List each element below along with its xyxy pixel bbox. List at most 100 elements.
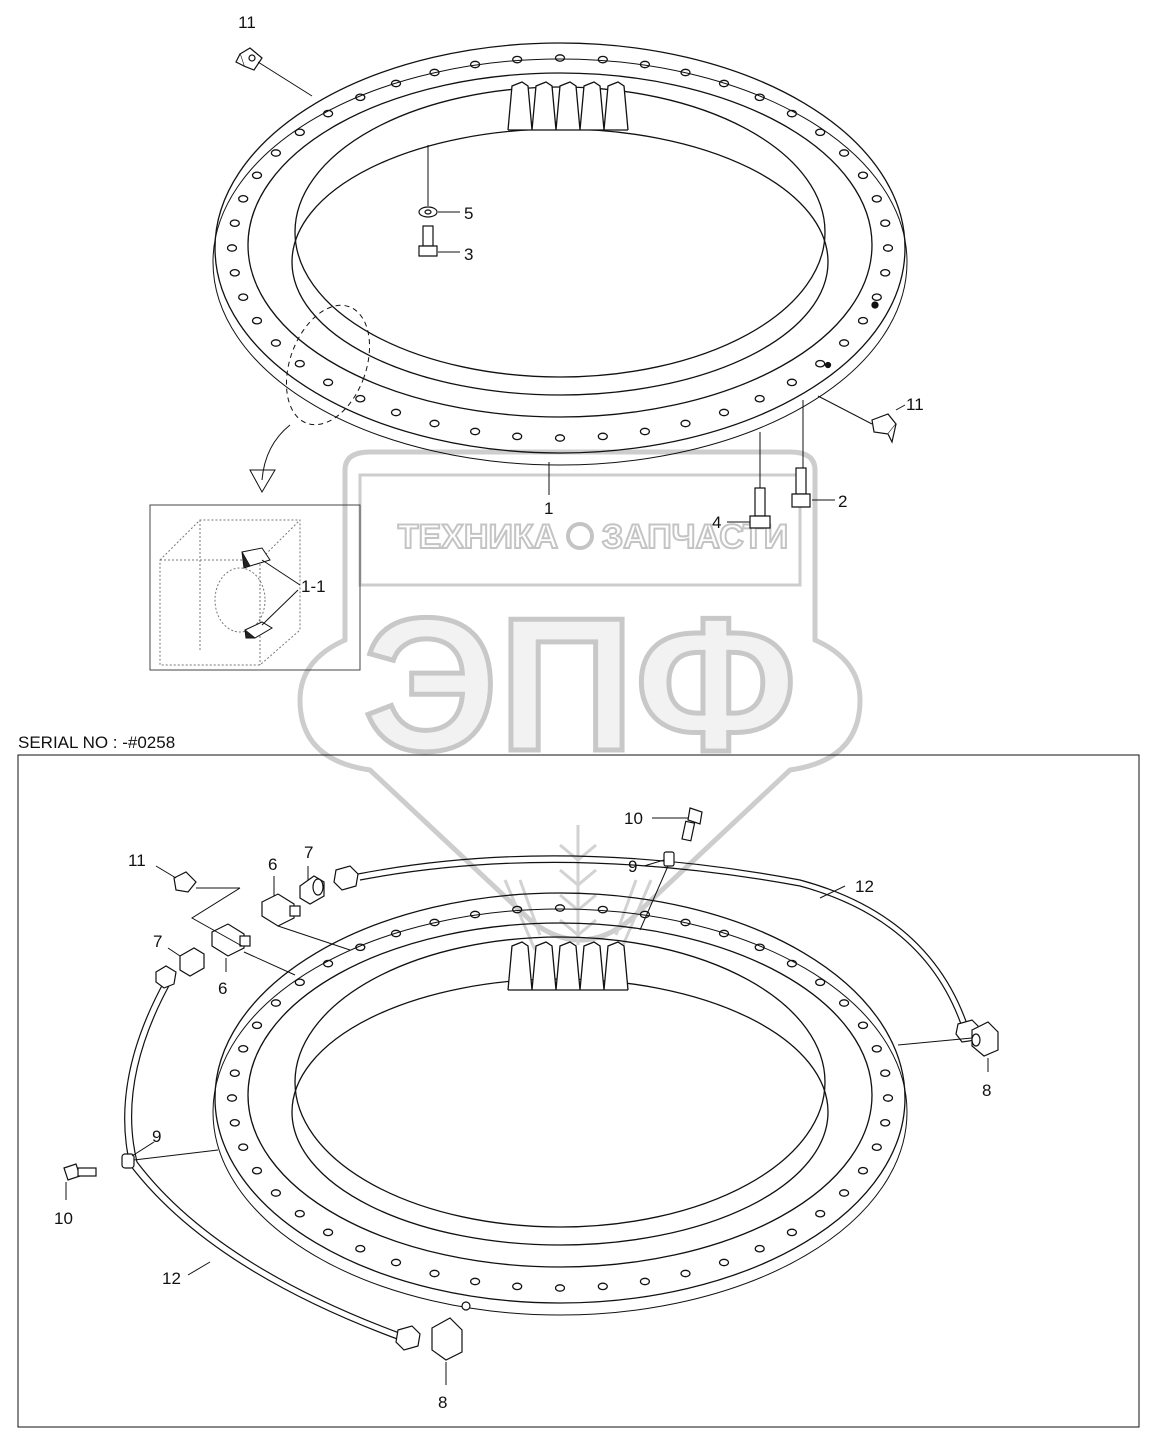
- grease-nipple-icon: [173, 871, 197, 893]
- label-12: 12: [855, 877, 874, 896]
- adapter-icon: [179, 947, 205, 977]
- bolt-hole: [639, 1277, 651, 1286]
- label-1: 1: [544, 499, 553, 518]
- bolt-hole: [251, 171, 263, 180]
- bolt-hole: [294, 359, 305, 368]
- bolt-hole: [429, 918, 440, 927]
- bolt-hole: [838, 339, 850, 347]
- bolt-hole: [554, 54, 566, 62]
- bolt-hole: [512, 1282, 523, 1291]
- bolt-hole: [718, 408, 730, 417]
- lower-fittings: [63, 807, 999, 1361]
- shim-icon: [241, 547, 271, 567]
- bolt-hole: [754, 943, 765, 952]
- bolt-hole: [597, 1282, 608, 1291]
- bolt-hole: [469, 60, 481, 69]
- upper-ring-outer: [214, 42, 906, 454]
- bolt-hole: [815, 978, 826, 987]
- bolt-hole: [238, 194, 249, 203]
- bolt-icon: [418, 225, 438, 257]
- bolt-hole: [680, 68, 691, 77]
- bolt-hole: [718, 929, 730, 938]
- lower-ring-inner-top: [294, 936, 826, 1228]
- detail-dashed-ellipse: [285, 304, 371, 426]
- bolt-hole: [355, 394, 366, 403]
- bolt-hole: [680, 918, 691, 927]
- gear-teeth: [507, 81, 629, 131]
- detail-arrow-icon: [249, 424, 291, 494]
- label-9: 9: [152, 1127, 161, 1146]
- grease-pipe-right: [357, 855, 969, 1028]
- nut-icon: [333, 865, 359, 891]
- bolt-hole: [880, 1069, 891, 1078]
- bolt-hole: [554, 1284, 566, 1292]
- pipe-clip-icon: [663, 851, 675, 867]
- bolt-hole: [639, 60, 651, 69]
- bolt-icon: [749, 487, 771, 529]
- bolt-hole: [597, 905, 608, 914]
- bolt-hole: [597, 55, 608, 64]
- bolt-hole: [857, 1021, 869, 1030]
- bolt-hole: [838, 149, 850, 157]
- bolt-hole: [871, 1143, 882, 1152]
- bolt-hole: [238, 1044, 249, 1053]
- bolt-hole: [882, 1094, 894, 1102]
- bolt-hole: [639, 427, 651, 436]
- bolt-hole: [880, 268, 891, 277]
- lower-grease-lines: [124, 855, 969, 1341]
- bolt-hole: [229, 268, 240, 277]
- bolt-hole: [857, 171, 869, 180]
- watermark-wheat-icon: [503, 825, 653, 951]
- bolt-hole: [838, 999, 850, 1007]
- bolt-hole: [251, 316, 263, 325]
- bolt-hole: [786, 378, 798, 387]
- pipe-clip-icon: [121, 1153, 135, 1169]
- bolt-hole: [429, 419, 440, 428]
- nut-icon: [155, 965, 177, 989]
- lower-ring-inner-bottom: [291, 978, 829, 1246]
- bolt-hole: [355, 1244, 366, 1253]
- bolt-hole: [270, 149, 282, 157]
- lower-bolt-holes: [226, 904, 894, 1292]
- upper-slewing-bearing: [212, 42, 908, 466]
- detail-callout: [149, 304, 371, 671]
- bolt-hole: [718, 79, 730, 88]
- detail-box: [149, 504, 361, 671]
- bolt-hole: [322, 959, 334, 968]
- upper-labels: 11 5 3 11 1 2 4 1-1: [238, 13, 923, 596]
- label-11: 11: [128, 851, 146, 870]
- bolt-hole: [838, 1189, 850, 1197]
- bolt-hole: [871, 194, 882, 203]
- bolt-hole: [270, 339, 282, 347]
- bolt-hole: [226, 244, 238, 252]
- serial-section-frame: [17, 754, 1140, 1428]
- bolt-hole: [294, 978, 305, 987]
- bolt-hole: [786, 109, 798, 118]
- bolt-hole: [857, 1166, 869, 1175]
- upper-ring-mid: [247, 72, 873, 418]
- bolt-hole: [880, 1118, 891, 1127]
- bolt-hole: [229, 1069, 240, 1078]
- watermark-text-left: ТЕХНИКА: [398, 518, 558, 556]
- bolt-hole: [882, 244, 894, 252]
- bolt-hole: [815, 1209, 826, 1218]
- bolt-hole: [355, 93, 366, 102]
- lower-labels: 10 9 11 7 6 7 6 12 8 9 10 12 8: [54, 809, 991, 1412]
- bolt-hole: [429, 1269, 440, 1278]
- shim-icon: [244, 621, 273, 639]
- bolt-hole: [251, 1166, 263, 1175]
- bolt-hole: [512, 55, 523, 64]
- upper-leader-lines: [257, 61, 906, 523]
- label-9: 9: [628, 857, 637, 876]
- label-6: 6: [218, 979, 227, 998]
- nut-icon: [395, 1325, 421, 1351]
- bolt-hole: [390, 79, 402, 88]
- elbow-fitting-icon: [431, 1301, 471, 1361]
- bolt-hole: [322, 1228, 334, 1237]
- label-6: 6: [268, 855, 277, 874]
- bolt-hole: [238, 293, 249, 302]
- upper-fittings: [235, 47, 897, 529]
- serial-number-label: SERIAL NO : -#0258: [18, 733, 176, 752]
- bolt-hole: [229, 219, 240, 228]
